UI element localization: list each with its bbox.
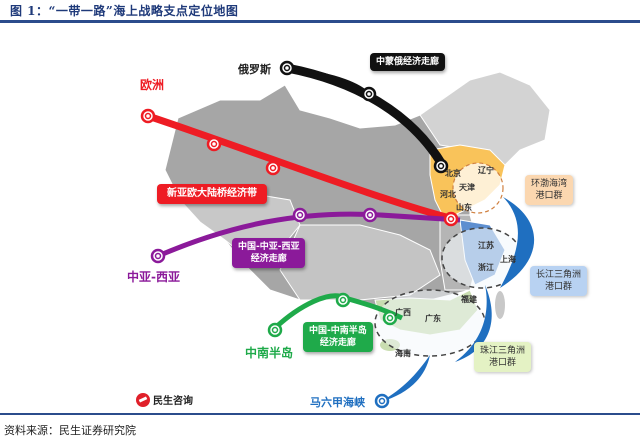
title-divider [0, 20, 640, 23]
corridor-label-line1: 中国-中亚-西亚 [238, 242, 300, 252]
prov-jiangsu: 江苏 [478, 241, 494, 250]
prov-tianjin: 天津 [459, 183, 475, 192]
prov-hainan: 海南 [395, 349, 411, 358]
china-provinces-gray [164, 71, 551, 351]
corridor-label-line2: 经济走廊 [250, 254, 287, 264]
prov-fujian: 福建 [461, 295, 477, 304]
prov-shandong: 山东 [456, 203, 472, 212]
prov-beijing: 北京 [445, 169, 461, 178]
prov-guangxi: 广西 [395, 308, 411, 317]
source-note: 资料来源：民生证券研究院 [4, 424, 136, 437]
corridor-label: 中蒙俄经济走廊 [376, 57, 440, 67]
prov-zhejiang: 浙江 [478, 263, 494, 272]
corridor-china-indochina: 中国-中南半岛 经济走廊 [303, 322, 373, 352]
prov-guangdong: 广东 [425, 314, 441, 323]
logo-text: 民生咨询 [153, 396, 193, 407]
brand-logo: 民生咨询 [136, 392, 193, 407]
corridor-china-mongolia-russia: 中蒙俄经济走廊 [370, 53, 446, 71]
prov-liaoning: 辽宁 [478, 166, 494, 175]
china-map [140, 60, 551, 409]
corridor-china-central-west-asia: 中国-中亚-西亚 经济走廊 [232, 238, 306, 268]
corridor-new-eurasia: 新亚欧大陆桥经济带 [157, 184, 267, 204]
prov-hebei: 河北 [440, 190, 456, 199]
label-russia: 俄罗斯 [238, 63, 271, 76]
logo-icon [136, 392, 150, 407]
label-indochina: 中南半岛 [245, 346, 294, 360]
corridor-label-line1: 中国-中南半岛 [309, 326, 367, 336]
label-central-west-asia: 中亚-西亚 [127, 270, 180, 284]
footer-divider [0, 413, 640, 415]
corridor-label-line2: 经济走廊 [319, 338, 356, 348]
port-cluster-bohai: 环渤海湾 港口群 [525, 175, 574, 205]
label-malacca: 马六甲海峡 [310, 396, 365, 409]
corridor-label: 新亚欧大陆桥经济带 [167, 188, 257, 199]
label-europe: 欧洲 [140, 78, 165, 92]
prov-shanghai: 上海 [500, 255, 516, 264]
port-cluster-pearl: 珠江三角洲 港口群 [474, 342, 532, 372]
figure-title: 图 1：“一带一路”海上战略支点定位地图 [10, 4, 239, 18]
port-cluster-yangtze: 长江三角洲 港口群 [530, 266, 588, 296]
